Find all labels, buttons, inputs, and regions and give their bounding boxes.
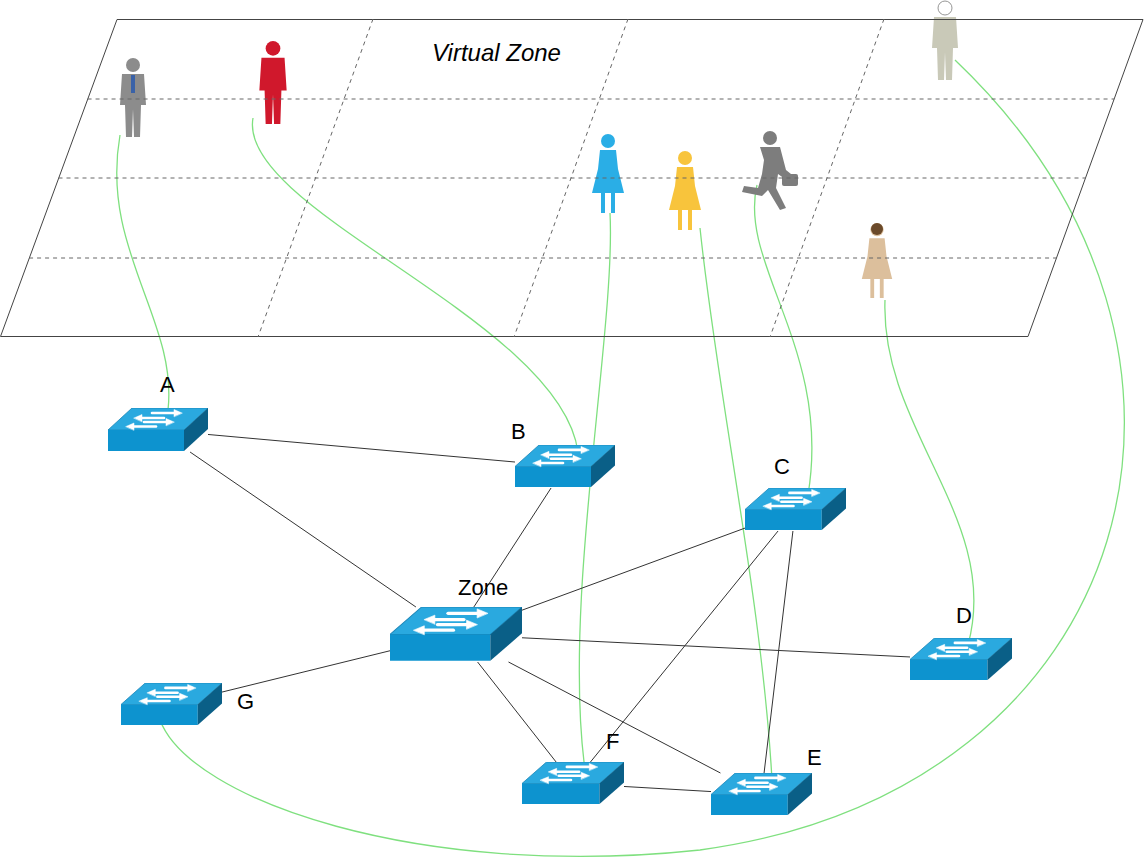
network-link	[624, 786, 711, 791]
network-switch: E	[711, 773, 812, 816]
network-link	[478, 662, 557, 762]
network-link	[522, 528, 745, 610]
switch-icon	[515, 445, 615, 488]
switch-shape	[745, 488, 846, 530]
switch-label: D	[956, 605, 972, 627]
network-switch: D	[910, 638, 1012, 681]
switch-label: B	[511, 421, 526, 443]
switch-icon	[745, 488, 846, 531]
switch-label: F	[606, 731, 619, 753]
network-switch: B	[515, 445, 615, 488]
network-link	[522, 638, 910, 657]
switch-label: E	[807, 747, 822, 769]
switch-icon	[390, 607, 522, 662]
plane-outline	[0, 19, 1144, 337]
switch-icon	[711, 773, 812, 816]
switch-label: A	[160, 374, 175, 396]
switch-shape	[522, 762, 624, 804]
network-link	[764, 531, 793, 773]
switch-icon	[910, 638, 1012, 681]
switch-shape	[711, 773, 812, 815]
zone-title: Virtual Zone	[432, 41, 561, 65]
switch-shape	[108, 408, 208, 451]
switch-shape	[121, 683, 222, 725]
network-switch: F	[522, 762, 624, 805]
network-switch: G	[121, 683, 222, 726]
network-link	[222, 651, 390, 692]
switch-shape	[390, 607, 522, 661]
network-link	[190, 452, 416, 607]
network-link	[208, 434, 515, 462]
switch-label: C	[774, 456, 790, 478]
switch-label: Zone	[458, 577, 508, 599]
switch-icon	[108, 408, 208, 452]
network-switch: Zone	[390, 607, 522, 662]
person-figure	[120, 1, 958, 298]
network-switch: C	[745, 488, 846, 531]
virtual-zone-plane: Virtual Zone	[0, 19, 1144, 337]
network-link	[509, 662, 721, 773]
switch-label: G	[237, 691, 254, 713]
switch-icon	[522, 762, 624, 805]
network-link	[590, 531, 778, 762]
switch-icon	[121, 683, 222, 726]
switch-shape	[515, 445, 615, 487]
switch-shape	[910, 638, 1012, 680]
network-switch: A	[108, 408, 208, 452]
